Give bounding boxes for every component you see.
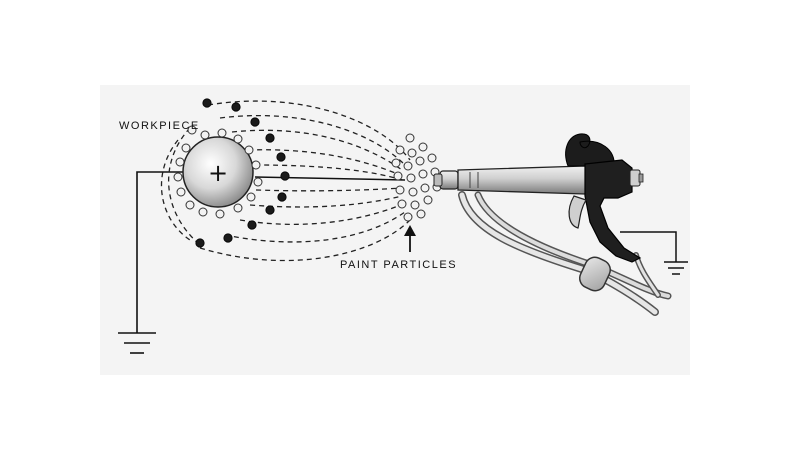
gun-trigger	[568, 195, 587, 229]
workpiece-ground	[118, 171, 184, 354]
background-panel	[100, 85, 690, 375]
hose-connector	[578, 256, 612, 292]
charged-paint-particles	[195, 98, 290, 248]
gun-hook	[565, 133, 615, 167]
paint-particles-label: PAINT PARTICLES	[340, 259, 458, 271]
workpiece-charge-symbol: +	[208, 159, 228, 187]
gun-ground	[620, 231, 688, 275]
sphere-surface-particles	[173, 125, 263, 219]
paint-particles-arrow	[404, 225, 416, 252]
gun-nozzle	[439, 170, 459, 190]
center-field-line	[254, 176, 406, 181]
workpiece-label: WORKPIECE	[119, 120, 200, 132]
spray-gun	[433, 133, 672, 316]
field-lines	[160, 100, 411, 262]
workpiece-sphere	[182, 136, 254, 208]
